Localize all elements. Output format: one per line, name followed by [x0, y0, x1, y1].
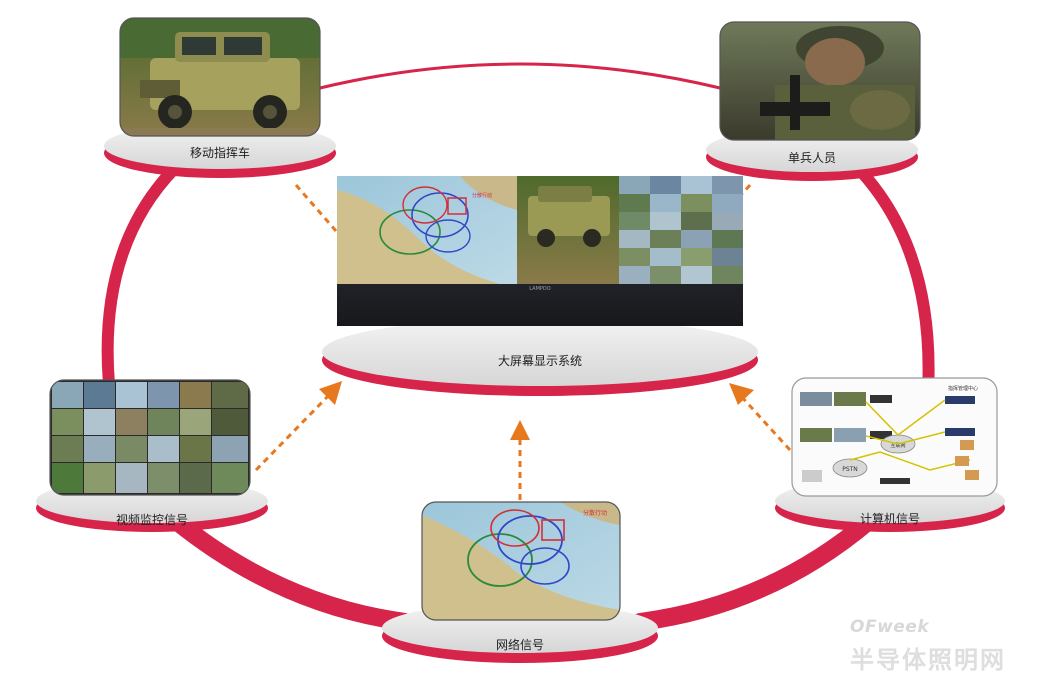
- watermark-logo: OFweek: [850, 617, 930, 637]
- platform-center: [322, 318, 758, 396]
- wall-map-alert: 分散行动: [472, 192, 492, 199]
- arrow-from-video: [254, 390, 334, 472]
- display-wall: 分散行动: [337, 176, 743, 326]
- label-mobile-command: 移动指挥车: [189, 146, 250, 160]
- label-computer-signal: 计算机信号: [859, 512, 920, 526]
- connection-ring: [101, 62, 935, 631]
- label-soldier: 单兵人员: [787, 151, 836, 165]
- label-display-system: 大屏幕显示系统: [497, 354, 582, 368]
- label-video-surveillance: 视频监控信号: [115, 513, 188, 527]
- label-network-signal: 网络信号: [495, 638, 544, 652]
- ring-upper-arc: [319, 62, 721, 90]
- network-pstn-label: PSTN: [842, 466, 858, 473]
- computer-network-photo: 互联网 PSTN 指挥管理中心: [792, 378, 997, 496]
- arrowhead-network: [510, 420, 530, 440]
- ring-bottom-left-arc: [166, 511, 414, 631]
- network-center-label: 指挥管理中心: [948, 385, 978, 392]
- wall-thumbnail-grid: [619, 176, 743, 284]
- watermark-site: 半导体照明网: [850, 646, 1006, 674]
- ring-left-arc: [101, 162, 181, 401]
- arrowhead-computer: [729, 383, 754, 405]
- wall-brand: LAMPDO: [529, 286, 551, 292]
- ring-bottom-right-arc: [631, 511, 879, 631]
- soldier-photo: [720, 22, 920, 140]
- ring-right-arc: [852, 162, 935, 398]
- network-map-alert: 分散行动: [583, 509, 607, 517]
- arrow-from-computer: [738, 393, 792, 452]
- mobile-command-photo: [120, 18, 320, 136]
- arrowhead-video: [319, 381, 342, 405]
- network-cloud-label: 互联网: [890, 442, 905, 449]
- photo-frames: [49, 17, 998, 621]
- arrow-from-mobile-command: [294, 184, 338, 232]
- network-map-photo: 分散行动: [422, 502, 620, 620]
- video-wall-photo: [50, 380, 250, 495]
